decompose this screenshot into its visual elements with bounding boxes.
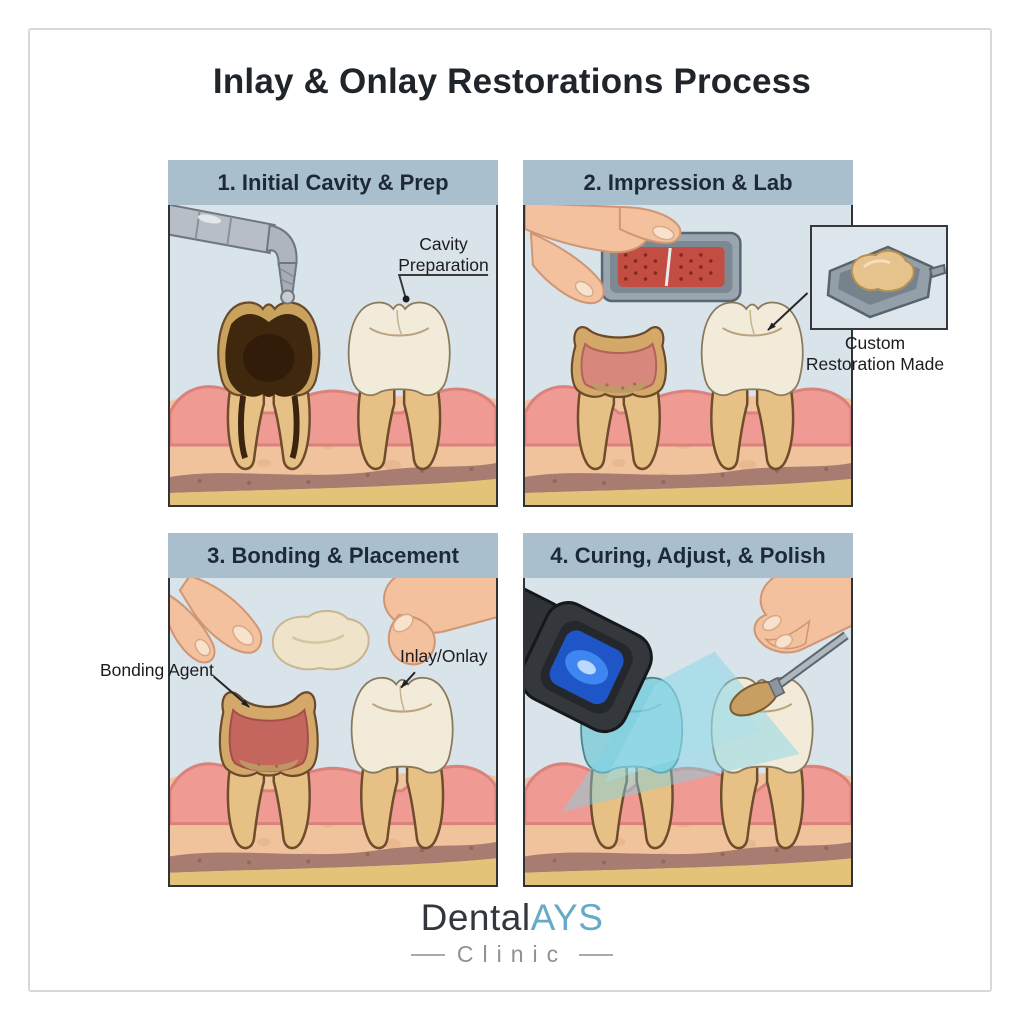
panel-3-title: 3. Bonding & Placement bbox=[207, 542, 459, 568]
panel-4-header: 4. Curing, Adjust, & Polish bbox=[523, 533, 853, 578]
page-title: Inlay & Onlay Restorations Process bbox=[212, 62, 812, 101]
prepared-tooth-cross-section bbox=[218, 691, 319, 850]
panel-step-3: 3. Bonding & Placement bbox=[167, 533, 499, 887]
brand-name: DentalAYS bbox=[0, 897, 1024, 939]
brand-name-primary: Dental bbox=[420, 897, 531, 938]
inlay-onlay-arrow bbox=[400, 671, 416, 689]
panel-1-title: 1. Initial Cavity & Prep bbox=[217, 169, 449, 195]
impression-tray-icon bbox=[600, 231, 742, 303]
panel-step-2: 2. Impression & Lab bbox=[523, 160, 853, 507]
logo-dash-right bbox=[579, 953, 614, 956]
custom-restoration-icon bbox=[850, 249, 915, 292]
hand-icon bbox=[753, 574, 854, 654]
panel-2-header: 2. Impression & Lab bbox=[523, 160, 853, 205]
panel-3-header: 3. Bonding & Placement bbox=[168, 533, 498, 578]
outer-frame bbox=[28, 28, 992, 992]
panel-4-title: 4. Curing, Adjust, & Polish bbox=[550, 542, 826, 568]
panel-step-4: 4. Curing, Adjust, & Polish bbox=[421, 533, 854, 887]
panel-step-1: 1. Initial Cavity & Prep bbox=[159, 160, 498, 507]
panel-4-illustration bbox=[421, 555, 854, 887]
panel-3-illustration bbox=[167, 574, 499, 887]
brand-subtitle: Clinic bbox=[456, 941, 568, 967]
panel-1-header: 1. Initial Cavity & Prep bbox=[168, 160, 498, 205]
left-hand-icon bbox=[167, 574, 263, 664]
bonding-agent-arrow bbox=[212, 675, 250, 708]
right-hand-icon bbox=[383, 574, 499, 666]
decayed-tooth-cross-section bbox=[217, 301, 321, 471]
dental-drill-icon bbox=[159, 201, 298, 305]
brand-name-accent: AYS bbox=[530, 897, 604, 938]
cavity-preparation-label: Cavity Preparation bbox=[398, 234, 489, 276]
logo-dash-left bbox=[410, 953, 445, 956]
custom-restoration-inset bbox=[810, 225, 948, 330]
inset-arrow bbox=[767, 292, 809, 331]
cavity-prep-leader-line bbox=[397, 274, 489, 303]
brand-subtitle-row: Clinic bbox=[0, 941, 1024, 968]
clinic-logo: DentalAYS Clinic bbox=[0, 897, 1024, 968]
panel-1-illustration bbox=[159, 201, 498, 507]
hand-icon bbox=[524, 201, 682, 305]
panel-2-illustration bbox=[523, 201, 853, 507]
inlay-onlay-label: Inlay/Onlay bbox=[400, 646, 488, 666]
polishing-tool-icon bbox=[729, 631, 849, 717]
custom-restoration-label: Custom Restoration Made bbox=[805, 333, 945, 375]
prepared-tooth-cross-section bbox=[570, 326, 667, 471]
bonding-agent-label: Bonding Agent bbox=[100, 660, 214, 680]
panel-2-title: 2. Impression & Lab bbox=[583, 169, 793, 195]
restoration-piece-icon bbox=[271, 609, 370, 671]
